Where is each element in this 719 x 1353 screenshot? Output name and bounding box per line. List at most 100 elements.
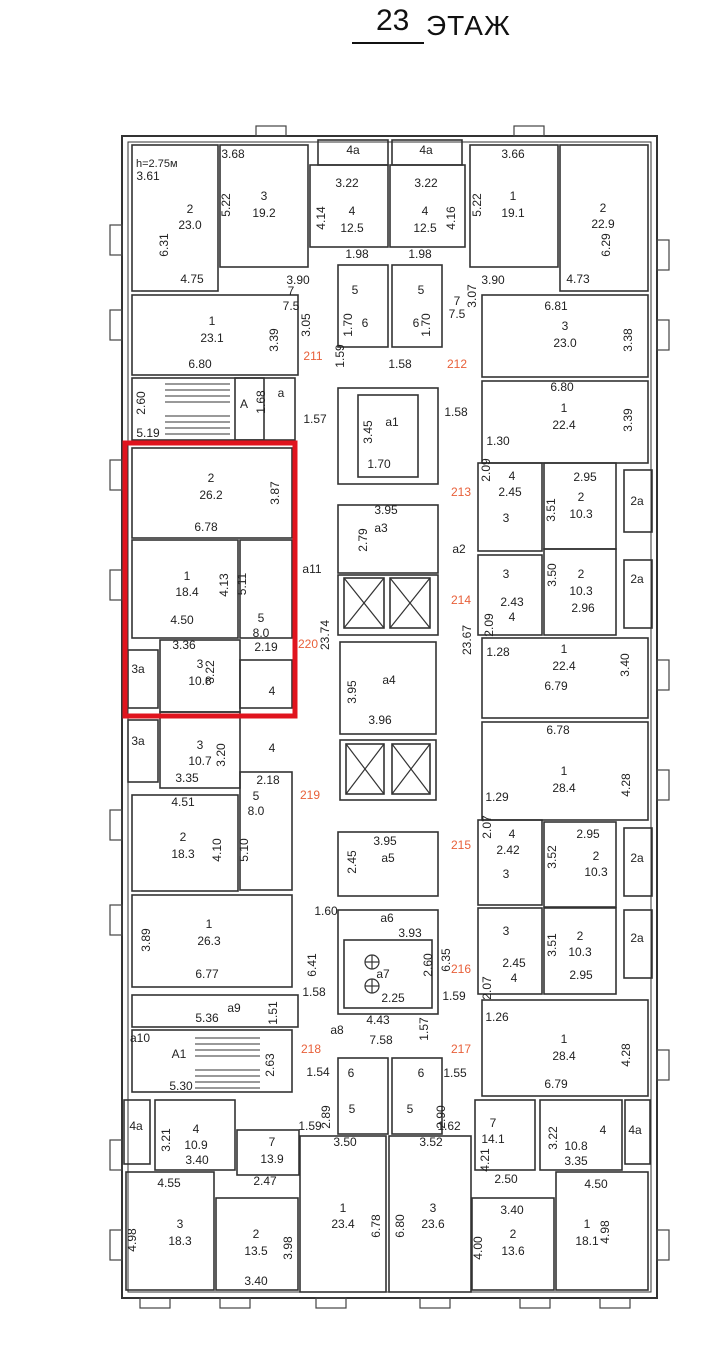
corridor-ref: 212 <box>447 357 467 371</box>
walls <box>121 135 658 1299</box>
room-label: 4.73 <box>566 272 590 286</box>
room-label: 5 <box>349 1102 356 1116</box>
room-label: 19.2 <box>252 206 276 220</box>
room-label: 1.58 <box>388 357 412 371</box>
corridor-ref: 219 <box>300 788 320 802</box>
room-label: 6.78 <box>369 1214 383 1238</box>
room-label: 2.45 <box>502 956 526 970</box>
room-label: 23.6 <box>421 1217 445 1231</box>
room-label: 3.40 <box>618 653 632 677</box>
room-label: 26.2 <box>199 488 223 502</box>
room-label: 4 <box>511 971 518 985</box>
room-label: 1 <box>209 314 216 328</box>
room-label: 18.4 <box>175 585 199 599</box>
room-label: 4a <box>346 143 360 157</box>
corridor-ref: 213 <box>451 485 471 499</box>
room-label: 14.1 <box>481 1132 505 1146</box>
room-label: 2.47 <box>253 1174 277 1188</box>
room-label: 18.3 <box>168 1234 192 1248</box>
room-label: 2.60 <box>134 391 148 415</box>
room-label: 4.55 <box>157 1176 181 1190</box>
floor-word: ЭТАЖ <box>426 10 511 41</box>
room-label: 3 <box>261 189 268 203</box>
room-label: 3.95 <box>374 503 398 517</box>
room-label: 4 <box>509 610 516 624</box>
room-label: 3.89 <box>139 928 153 952</box>
room-label: 3.35 <box>564 1154 588 1168</box>
room-label: 4.21 <box>478 1148 492 1172</box>
room-label: a3 <box>374 521 388 535</box>
room-label: 13.5 <box>244 1244 268 1258</box>
room-label: 2.50 <box>494 1172 518 1186</box>
room-label: 23.67 <box>460 625 474 655</box>
room-label: 5.11 <box>235 572 249 595</box>
room-label: 2.60 <box>421 953 435 977</box>
room-label: 1.51 <box>266 1001 280 1025</box>
room-label: a7 <box>376 967 390 981</box>
corridor-ref: 217 <box>451 1042 471 1056</box>
room-label: 1.70 <box>341 313 355 337</box>
room-label: 4.00 <box>471 1236 485 1260</box>
room-label: 7.5 <box>449 307 466 321</box>
room-label: 4 <box>509 469 516 483</box>
room-label: 10.3 <box>568 945 592 959</box>
room-label: 2.07 <box>480 976 494 1000</box>
room-label: 7.5 <box>283 299 300 313</box>
room-label: 3 <box>503 924 510 938</box>
room-label: 1.60 <box>314 904 338 918</box>
room-label: 4.14 <box>314 206 328 230</box>
floor-number-underline <box>352 42 424 44</box>
room-label: 1 <box>206 917 213 931</box>
room-label: 2 <box>577 929 584 943</box>
room-label: 2.42 <box>496 843 520 857</box>
room-label: a10 <box>130 1031 150 1045</box>
room-label: 2.19 <box>254 640 278 654</box>
room-label: 3.95 <box>373 834 397 848</box>
room-label: 6.78 <box>546 723 570 737</box>
room-label: 4 <box>422 204 429 218</box>
room-label: 3.52 <box>419 1135 443 1149</box>
room-label: 6.78 <box>194 520 218 534</box>
room-label: 2.63 <box>263 1053 277 1077</box>
room-label: 1.58 <box>444 405 468 419</box>
room-label: 4 <box>509 827 516 841</box>
room-label: 3a <box>131 734 145 748</box>
room-label: 22.4 <box>552 659 576 673</box>
room-label: 3 <box>197 738 204 752</box>
room-label: 1.59 <box>442 989 466 1003</box>
room-label: 12.5 <box>413 221 437 235</box>
room-label: 4.28 <box>619 773 633 797</box>
room-label: 4.98 <box>598 1220 612 1244</box>
room-label: 2a <box>630 851 644 865</box>
room-label: 2 <box>187 202 194 216</box>
room-label: 5.22 <box>219 193 233 217</box>
room-label: 4.16 <box>444 206 458 230</box>
room-label: 2.89 <box>319 1105 333 1129</box>
room-label: 3.87 <box>268 481 282 505</box>
room-label: 3.61 <box>136 169 160 183</box>
room-label: 23.0 <box>178 218 202 232</box>
room-label: 2.07 <box>480 815 494 839</box>
room-label: 2.43 <box>500 595 524 609</box>
room-label: 4 <box>349 204 356 218</box>
room-label: 6.41 <box>305 953 319 977</box>
room-label: 5 <box>258 611 265 625</box>
room-label: 12.5 <box>340 221 364 235</box>
room-label: 6 <box>362 316 369 330</box>
room-label: 3.22 <box>546 1126 560 1150</box>
room-label: 4a <box>129 1119 143 1133</box>
staircases <box>165 383 260 1089</box>
room-label: 6.81 <box>544 299 568 313</box>
room-label: 1 <box>510 189 517 203</box>
room-label: 28.4 <box>552 1049 576 1063</box>
room-label: 3.21 <box>159 1128 173 1152</box>
room-label: 6 <box>418 1066 425 1080</box>
room-label: 2 <box>208 471 215 485</box>
room-label: A <box>240 397 248 411</box>
room-label: 3.36 <box>172 638 196 652</box>
room-label: 3.90 <box>286 273 310 287</box>
room-label: 23.74 <box>318 620 332 650</box>
room-label: 2 <box>253 1227 260 1241</box>
room-label: 3.90 <box>481 273 505 287</box>
